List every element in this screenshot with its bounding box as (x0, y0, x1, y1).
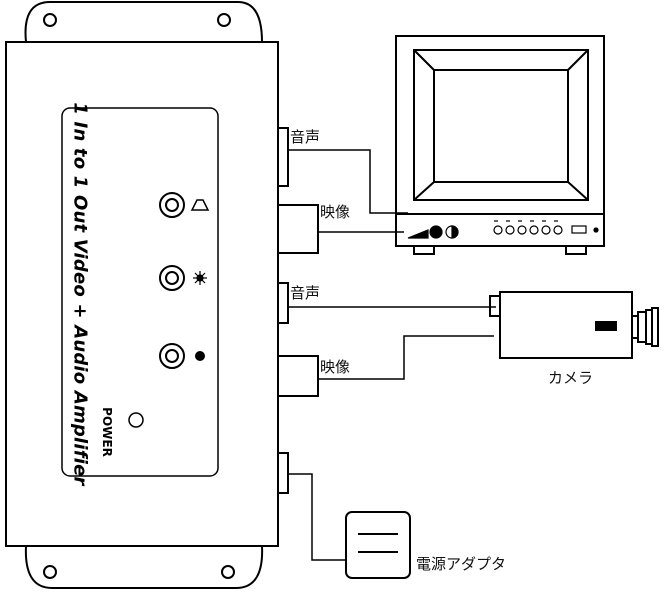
label-monitor-video: 映像 (320, 203, 351, 221)
label-camera-audio: 音声 (290, 284, 321, 302)
speaker-icon (190, 199, 210, 211)
knob-contrast[interactable] (159, 343, 185, 369)
dot-icon (195, 351, 205, 361)
amplifier-unit (5, 0, 279, 589)
camera (489, 291, 659, 359)
cables (288, 149, 496, 561)
monitor (395, 35, 605, 255)
power-label: POWER (100, 407, 114, 457)
brightness-icon (193, 271, 207, 285)
device-title: 1 In to 1 Out Video + Audio Amplifier (69, 102, 91, 486)
knob-audio[interactable] (159, 192, 185, 218)
power-led (128, 412, 144, 428)
knob-brightness[interactable] (159, 265, 185, 291)
ports (277, 127, 319, 494)
label-camera: カメラ (548, 369, 594, 387)
label-power-adapter: 電源アダプタ (416, 555, 507, 573)
power-adapter (345, 511, 411, 579)
monitor-controls (407, 220, 599, 239)
label-monitor-audio: 音声 (290, 128, 321, 146)
label-camera-video: 映像 (320, 358, 351, 376)
